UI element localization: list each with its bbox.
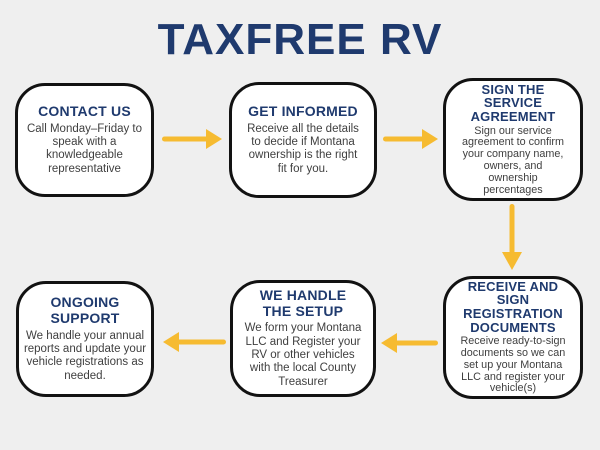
step-we-handle-the-setup: WE HANDLE THE SETUP We form your Montana… (230, 280, 376, 397)
step-body: Sign our service agreement to confirm yo… (461, 124, 565, 196)
arrow-down-icon (502, 204, 522, 270)
step-body: Receive all the details to decide if Mon… (247, 122, 359, 175)
arrow-left-icon (163, 332, 226, 352)
step-body: We form your Montana LLC and Register yo… (244, 322, 362, 388)
step-receive-and-sign-registration-documents: RECEIVE AND SIGN REGISTRATION DOCUMENTS … (443, 276, 583, 399)
step-sign-the-service-agreement: SIGN THE SERVICE AGREEMENT Sign our serv… (443, 78, 583, 201)
step-body: We handle your annual reports and update… (23, 329, 147, 382)
step-ongoing-support: ONGOING SUPPORT We handle your annual re… (16, 281, 154, 397)
arrow-right-icon (162, 129, 222, 149)
step-heading: GET INFORMED (248, 103, 358, 119)
step-contact-us: CONTACT US Call Monday–Friday to speak w… (15, 83, 154, 197)
step-heading: ONGOING SUPPORT (50, 294, 120, 326)
step-get-informed: GET INFORMED Receive all the details to … (229, 82, 377, 198)
page-title: TAXFREE RV (157, 15, 443, 64)
arrow-right-icon (383, 129, 438, 149)
step-heading: RECEIVE AND SIGN REGISTRATION DOCUMENTS (463, 278, 563, 335)
arrow-left-icon (381, 333, 438, 353)
step-body: Receive ready-to-sign documents so we ca… (460, 335, 566, 395)
step-body: Call Monday–Friday to speak with a knowl… (26, 122, 143, 175)
step-heading: SIGN THE SERVICE AGREEMENT (470, 81, 556, 125)
step-heading: CONTACT US (38, 103, 131, 119)
step-heading: WE HANDLE THE SETUP (259, 287, 347, 319)
